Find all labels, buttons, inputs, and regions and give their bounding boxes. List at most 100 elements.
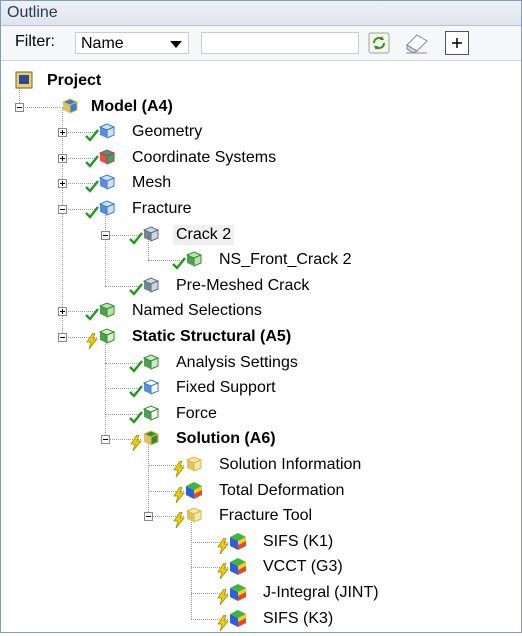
tree-node[interactable]: Solution Information — [1, 453, 521, 478]
mesh-icon — [97, 172, 117, 192]
tree-node-label: Geometry — [132, 123, 203, 141]
collapse-toggle[interactable] — [101, 230, 110, 240]
tree-node[interactable]: Mesh — [1, 171, 521, 195]
collapse-toggle[interactable] — [144, 512, 153, 522]
refresh-button[interactable] — [367, 31, 391, 55]
tree-node-label: Coordinate Systems — [132, 148, 277, 166]
named-selections-icon — [97, 300, 117, 320]
tree-node-label: Force — [176, 404, 217, 422]
outline-tree: Project Model (A4) Geometry Coordinate S… — [1, 61, 521, 632]
collapse-toggle[interactable] — [58, 205, 67, 214]
tree-node[interactable]: SIFS (K1) — [1, 530, 521, 555]
tree-node[interactable]: Model (A4) — [1, 95, 521, 119]
tree-node-label: J-Integral (JINT) — [263, 584, 379, 601]
check-status-icon — [129, 384, 143, 398]
lightning-status-icon — [172, 460, 186, 478]
result-icon — [228, 608, 248, 628]
check-status-icon — [85, 307, 99, 322]
geometry-icon — [97, 121, 117, 141]
tree-node[interactable]: VCCT (G3) — [1, 555, 521, 580]
tree-node-label: Solution (A6) — [176, 430, 276, 448]
tree-node[interactable]: J-Integral (JINT) — [1, 581, 521, 606]
lightning-status-icon — [172, 486, 186, 503]
filter-label: Filter: — [15, 33, 55, 50]
tree-node[interactable]: Coordinate Systems — [1, 146, 521, 170]
tree-node-label: NS_Front_Crack 2 — [219, 251, 352, 269]
collapse-toggle[interactable] — [58, 333, 67, 342]
expand-toggle[interactable] — [58, 307, 67, 317]
tree-node[interactable]: Analysis Settings — [1, 351, 521, 375]
coordinate-systems-icon — [97, 147, 117, 167]
check-status-icon — [129, 359, 143, 373]
check-status-icon — [172, 256, 186, 270]
collapse-toggle[interactable] — [101, 435, 110, 445]
tree-node-label: VCCT (G3) — [263, 558, 343, 576]
check-status-icon — [129, 231, 143, 245]
tree-node-label: Static Structural (A5) — [132, 328, 292, 345]
tree-node[interactable]: SIFS (K3) — [1, 607, 521, 631]
result-icon — [228, 582, 248, 602]
lightning-status-icon — [216, 562, 230, 580]
expand-toggle[interactable] — [58, 179, 67, 189]
tree-node[interactable]: Force — [1, 402, 521, 426]
total-deformation-icon — [184, 480, 204, 500]
tree-node-label: Fracture — [132, 200, 192, 217]
collapse-toggle[interactable] — [15, 102, 24, 112]
result-icon — [228, 556, 248, 576]
tree-node-label: Mesh — [132, 174, 172, 192]
expand-all-button[interactable] — [445, 31, 469, 55]
crack-icon — [141, 224, 161, 244]
check-status-icon — [129, 282, 143, 296]
check-status-icon — [129, 410, 143, 424]
tree-node-label: Fracture Tool — [219, 507, 313, 525]
pre-meshed-crack-icon — [141, 275, 161, 295]
tree-node[interactable]: Named Selections — [1, 299, 521, 323]
tree-node[interactable]: Solution (A6) — [1, 427, 521, 452]
force-icon — [141, 403, 161, 423]
tree-node[interactable]: Fracture Tool — [1, 504, 521, 529]
filter-select-value: Name — [81, 35, 124, 52]
project-icon — [14, 70, 34, 90]
tree-node-label: Total Deformation — [219, 481, 345, 499]
lightning-status-icon — [172, 511, 186, 529]
named-selection-icon — [184, 249, 204, 269]
filter-select[interactable]: Name — [75, 32, 189, 54]
tree-node[interactable]: Pre-Meshed Crack — [1, 274, 521, 298]
static-structural-icon — [97, 326, 117, 346]
fracture-icon — [97, 198, 117, 218]
result-icon — [228, 531, 248, 551]
search-input[interactable] — [201, 32, 359, 54]
tree-node-label: Fixed Support — [176, 379, 276, 397]
check-status-icon — [85, 128, 99, 142]
tree-node-label: Project — [47, 72, 102, 89]
expand-toggle[interactable] — [58, 128, 67, 138]
panel-title: Outline — [1, 1, 521, 26]
outline-toolbar: Filter: Name — [1, 26, 521, 61]
tree-node[interactable]: NS_Front_Crack 2 — [1, 248, 521, 272]
tree-node-label: Analysis Settings — [176, 353, 298, 371]
tree-node-label: SIFS (K1) — [263, 532, 334, 550]
clear-filter-button[interactable] — [403, 31, 428, 55]
tree-node[interactable]: Project — [1, 69, 521, 93]
tree-node-label: Pre-Meshed Crack — [176, 276, 310, 294]
tree-node-label: Named Selections — [132, 302, 262, 320]
expand-toggle[interactable] — [58, 153, 67, 163]
lightning-status-icon — [216, 588, 230, 606]
solution-icon — [141, 428, 161, 448]
tree-node[interactable]: Static Structural (A5) — [1, 325, 521, 350]
tree-node[interactable]: Fracture — [1, 197, 521, 221]
model-icon — [60, 96, 80, 116]
tree-node-label: SIFS (K3) — [263, 609, 334, 627]
tree-node[interactable]: Crack 2 — [1, 223, 521, 247]
tree-node-label: Model (A4) — [91, 97, 173, 115]
solution-information-icon — [184, 454, 204, 474]
eraser-icon — [406, 34, 428, 54]
fixed-support-icon — [141, 377, 161, 397]
refresh-icon — [368, 32, 390, 54]
lightning-status-icon — [216, 614, 230, 631]
tree-node[interactable]: Geometry — [1, 120, 521, 144]
tree-node[interactable]: Total Deformation — [1, 479, 521, 503]
tree-node[interactable]: Fixed Support — [1, 376, 521, 400]
expand-all-icon — [452, 38, 462, 48]
